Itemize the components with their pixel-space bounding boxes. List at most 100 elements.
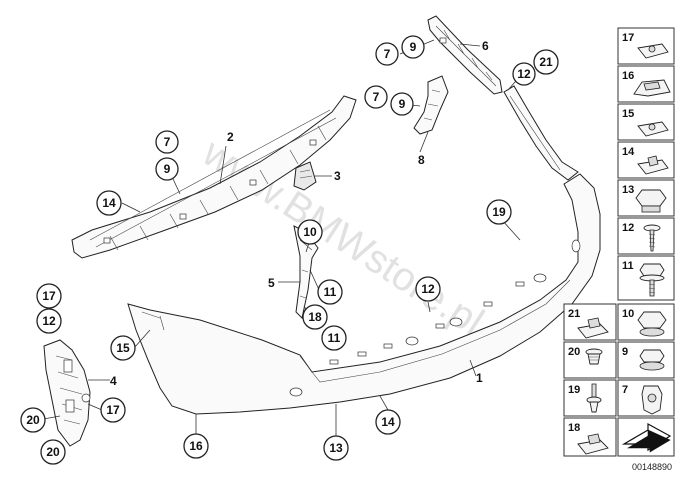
callout-11-support-upper[interactable]: 11 [317,279,343,305]
speed-nut-icon [577,433,609,455]
callout-7-bracket-2[interactable]: 7 [155,130,179,154]
legend-cell-14[interactable]: 14 [617,141,675,179]
callout-9-bracket-2[interactable]: 9 [155,157,179,181]
callout-label: 20 [46,445,60,459]
callout-14-bottom[interactable]: 14 [375,409,401,435]
legend-number: 10 [622,308,634,320]
legend-number: 21 [568,308,580,320]
legend-number: 18 [568,422,580,434]
flange-nut-icon [639,349,665,371]
callout-12-trim[interactable]: 12 [415,276,441,302]
callout-label: 14 [381,415,395,429]
callouts: 7 9 7 9 21 12 7 9 14 19 10 11 18 11 12 1… [20,35,559,465]
callout-label: 12 [517,67,531,81]
callout-19-side[interactable]: 19 [486,199,512,225]
part-4-bracket [43,339,91,447]
callout-label: 7 [384,47,391,61]
callout-17-left-lower[interactable]: 17 [100,397,126,423]
legend-number: 19 [568,384,580,396]
legend-cell-15[interactable]: 15 [617,103,675,141]
legend-cell-21[interactable]: 21 [563,303,617,341]
callout-label: 18 [308,310,322,324]
part-5-support [293,225,319,320]
callout-21-corner[interactable]: 21 [533,49,559,75]
drawing-id: 00148890 [632,462,672,472]
legend-number: 12 [622,222,634,234]
rivet-icon [585,348,603,365]
callout-9-upper-right[interactable]: 9 [401,35,425,59]
legend-cell-11[interactable]: 11 [617,255,675,301]
callout-label: 7 [373,90,380,104]
part-6-bracket [427,15,503,95]
legend-number: 13 [622,184,634,196]
callout-label: 11 [324,285,337,299]
legend-number: 14 [622,146,635,158]
legend-cell-20[interactable]: 20 [563,341,617,379]
callout-20-left-lower[interactable]: 20 [40,439,66,465]
callout-14-bracket-2[interactable]: 14 [96,190,122,216]
callout-label: 20 [26,413,40,427]
clip-nut-icon [633,79,671,97]
callout-12-left[interactable]: 12 [36,308,62,334]
label-part-3: 3 [334,169,341,183]
callout-15-trim-left[interactable]: 15 [110,335,136,361]
legend-number: 11 [622,260,634,272]
cage-nut-icon [641,385,663,415]
callout-12-corner[interactable]: 12 [512,62,536,86]
callout-label: 9 [399,97,406,111]
legend-number: 17 [622,32,634,44]
legend-cell-12[interactable]: 12 [617,217,675,255]
next-page-arrow-icon [621,422,672,453]
hex-nut-icon [637,311,667,337]
callout-label: 12 [421,282,435,296]
part-1-bumper-trim [127,85,601,415]
legend-number: 7 [622,384,628,396]
label-part-6: 6 [482,39,489,53]
part-3-clip [293,161,317,191]
callout-16-bottom[interactable]: 16 [183,433,209,459]
legend-cell-7[interactable]: 7 [617,379,675,417]
legend-cell-arrow[interactable] [617,417,675,457]
label-part-5: 5 [268,276,275,290]
callout-label: 12 [42,314,56,328]
legend-number: 20 [568,346,580,358]
callout-13-bottom[interactable]: 13 [323,435,349,461]
callout-20-left-upper[interactable]: 20 [20,407,46,433]
callout-label: 7 [164,135,171,149]
speed-nut-icon [637,121,669,137]
plain-labels: 1 2 3 4 5 6 8 [110,39,489,388]
callout-10-support[interactable]: 10 [297,219,323,245]
hex-nut-icon [635,189,667,213]
watermark: www.BMWstore.pl [194,130,491,344]
legend-cell-19[interactable]: 19 [563,379,617,417]
part-2-bracket [71,95,357,259]
part-8-bracket [413,75,449,135]
push-pin-icon [586,383,602,413]
legend-cell-10[interactable]: 10 [617,303,675,341]
callout-9-side-bracket[interactable]: 9 [390,92,414,116]
label-part-1: 1 [476,371,483,385]
callout-label: 13 [329,441,343,455]
callout-7-upper-right[interactable]: 7 [375,42,399,66]
flange-bolt-icon [639,263,665,297]
legend-cell-18[interactable]: 18 [563,417,617,457]
speed-nut-icon [577,317,609,339]
legend-number: 9 [622,346,628,358]
screw-icon [643,224,661,252]
hardware-legend: 17 16 15 14 [617,27,675,301]
legend-cell-17[interactable]: 17 [617,27,675,65]
legend-cell-9[interactable]: 9 [617,341,675,379]
callout-17-left-upper[interactable]: 17 [36,283,62,309]
callout-11-support-lower[interactable]: 11 [321,325,347,351]
callout-label: 14 [102,196,116,210]
label-part-8: 8 [418,153,425,167]
legend-cell-16[interactable]: 16 [617,65,675,103]
hardware-legend-grid: 21 10 20 9 [563,303,675,457]
callout-18-support[interactable]: 18 [302,304,328,330]
callout-label: 17 [106,403,120,417]
legend-number: 16 [622,70,634,82]
callout-label: 9 [410,40,417,54]
legend-cell-13[interactable]: 13 [617,179,675,217]
callout-7-side-bracket[interactable]: 7 [364,85,388,109]
